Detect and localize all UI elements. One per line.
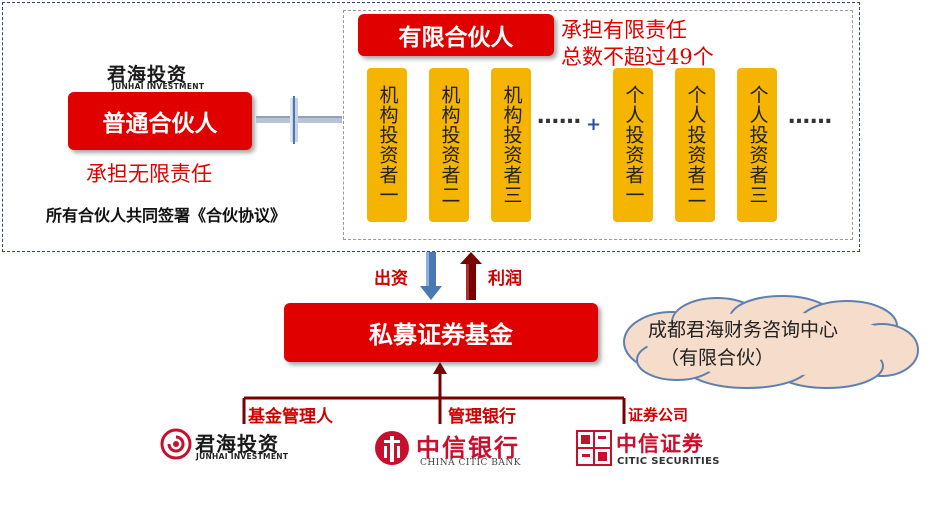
securities-company-label: 证券公司: [628, 406, 689, 424]
junhai-logo-text: 君海投资: [195, 432, 279, 456]
citic-securities-logo-subtext: CITIC SECURITIES: [617, 456, 720, 467]
citic-securities-logo-icon: [576, 430, 612, 466]
cloud-text-line1: 成都君海财务咨询中心: [648, 319, 839, 341]
citic-securities-logo-text: 中信证券: [616, 432, 704, 456]
profit-arrow-up-icon: [460, 252, 482, 300]
citic-bank-logo-subtext: CHINA CITIC BANK: [420, 458, 521, 468]
invest-arrow-down-icon: [420, 252, 442, 300]
junhai-logo-icon: [160, 428, 192, 460]
individual-ellipsis: ……: [788, 104, 832, 129]
citic-bank-logo-text: 中信银行: [416, 434, 520, 462]
role-connectors: [242, 362, 626, 424]
investor-card-individual-2: 个人投资者二: [675, 68, 715, 222]
custodian-bank-label: 管理银行: [448, 407, 516, 427]
private-fund-box: 私募证券基金: [284, 303, 598, 362]
investor-card-individual-1: 个人投资者一: [613, 68, 653, 222]
lp-limit-text: 总数不超过49个: [561, 45, 714, 69]
gp-logo-text: 君海投资: [107, 64, 188, 86]
limited-partner-box: 有限合伙人: [358, 14, 554, 56]
gp-lp-connector: [256, 96, 342, 144]
lp-liability-text: 承担有限责任: [561, 18, 687, 42]
cloud-shape: [623, 295, 919, 389]
limited-partner-frame: [343, 10, 853, 240]
fund-manager-label: 基金管理人: [248, 407, 333, 427]
agreement-text: 所有合伙人共同签署《合伙协议》: [46, 206, 287, 225]
investor-card-institution-1: 机构投资者一: [367, 68, 407, 222]
junhai-logo-subtext: JUNHAI INVESTMENT: [196, 452, 289, 461]
investor-card-individual-3: 个人投资者三: [737, 68, 777, 222]
arrow-up-icon: [433, 362, 447, 374]
institution-ellipsis: ……: [537, 104, 581, 129]
profit-label: 利润: [488, 269, 522, 289]
cloud-text-line2: （有限合伙）: [660, 347, 775, 369]
gp-logo-subtext: JUNHAI INVESTMENT: [112, 82, 205, 91]
plus-sign: +: [586, 114, 602, 135]
investor-card-institution-2: 机构投资者二: [429, 68, 469, 222]
gp-liability-text: 承担无限责任: [86, 162, 212, 186]
partnership-frame: [2, 2, 860, 252]
general-partner-box: 普通合伙人: [68, 92, 252, 150]
citic-bank-logo-icon: [375, 431, 409, 465]
flow-arrows: [420, 252, 482, 300]
investor-card-institution-3: 机构投资者三: [491, 68, 531, 222]
invest-label: 出资: [374, 269, 408, 289]
